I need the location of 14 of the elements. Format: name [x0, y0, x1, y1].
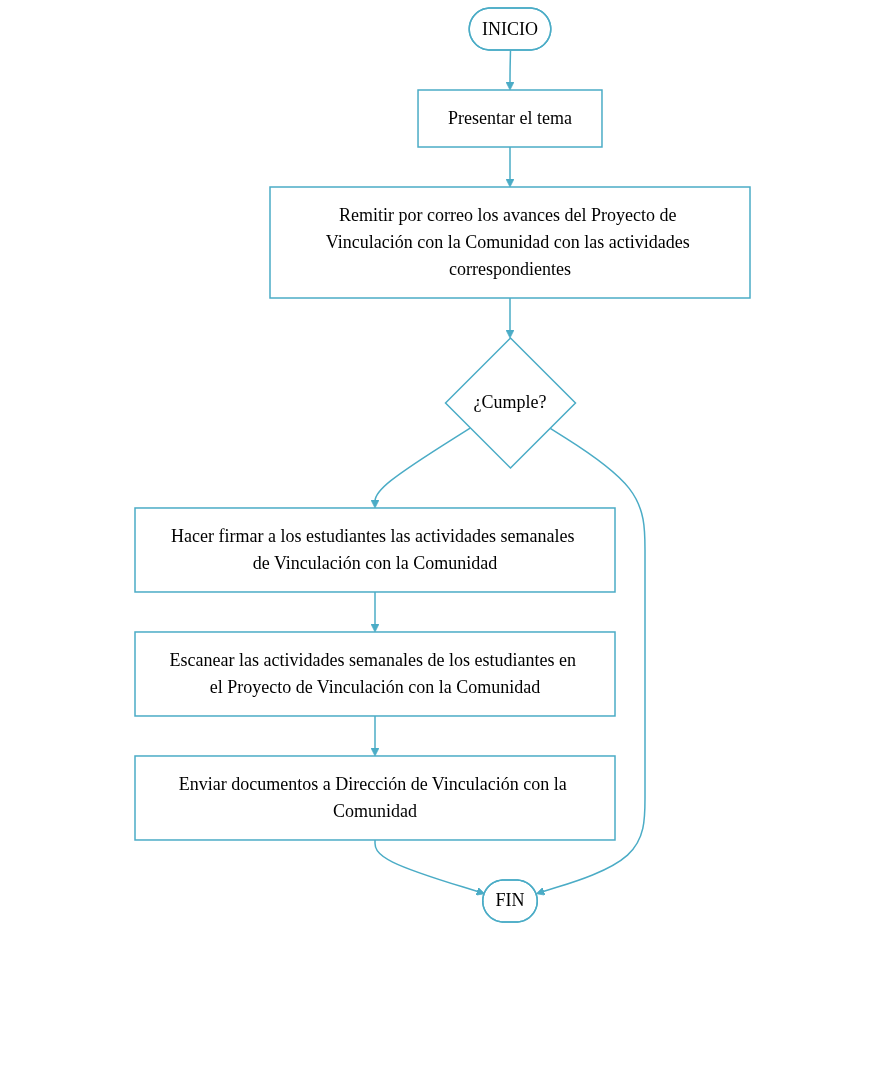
node-box: Escanear las actividades semanales de los estudiantes en el Proyecto de Vinculación con la Comunidad [134, 631, 616, 717]
arrow [505, 49, 515, 91]
node-diamond: ¿Cumple? [444, 336, 577, 470]
arrow [370, 427, 471, 509]
arrow [374, 839, 486, 896]
arrow [535, 427, 646, 896]
arrow [505, 146, 515, 188]
node-box: Enviar documentos a Dirección de Vinculación con la Comunidad [134, 755, 616, 841]
arrow [505, 297, 515, 339]
node-box: Hacer firmar a los estudiantes las actividades semanales de Vinculación con la Comunidad [134, 507, 616, 593]
arrow [370, 591, 380, 633]
arrow [370, 715, 380, 757]
node-box: Presentar el tema [417, 89, 603, 148]
node-box: Remitir por correo los avances del Proyecto de Vinculación con la Comunidad con las actividades correspondientes [269, 186, 751, 299]
